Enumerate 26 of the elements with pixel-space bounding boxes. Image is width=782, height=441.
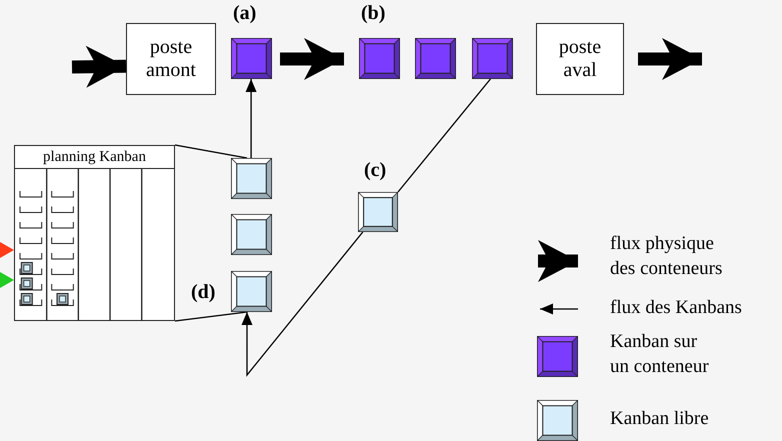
connector-line (398, 78, 491, 192)
legend-label: Kanban sur un conteneur (610, 330, 710, 379)
arrow (246, 79, 257, 158)
kanban-card (415, 38, 456, 79)
letter-label: (d) (191, 281, 216, 304)
station-box (126, 23, 216, 95)
letter-label: (c) (364, 159, 386, 182)
board-title: planning Kanban (15, 146, 174, 169)
station-label: poste aval (558, 36, 602, 82)
flow-arrow (280, 38, 344, 80)
station-label: poste amont (145, 36, 197, 82)
planning-board (14, 145, 175, 321)
legend-label: Kanban libre (610, 407, 710, 431)
flow-arrow (72, 46, 126, 88)
letter-label: (a) (233, 2, 256, 25)
arrow (242, 232, 364, 377)
kanban-card (231, 158, 272, 199)
kanban-card (231, 214, 272, 255)
connector-line (174, 311, 248, 322)
legend-label: flux des Kanbans (610, 296, 743, 320)
kanban-card (472, 38, 513, 79)
letter-label: (b) (361, 2, 386, 25)
flow-arrow (638, 38, 702, 80)
legend-label: flux physique des conteneurs (610, 232, 724, 281)
station-box (536, 23, 624, 95)
connector-line (174, 144, 248, 159)
